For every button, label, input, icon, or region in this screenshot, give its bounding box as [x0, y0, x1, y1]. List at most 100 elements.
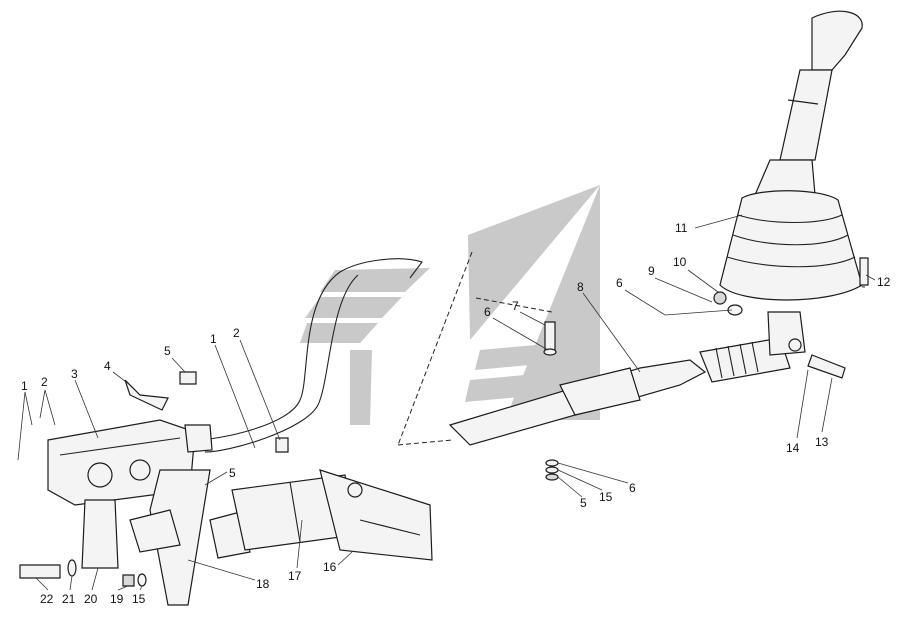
watermark-emblem — [300, 185, 600, 425]
leader-21 — [69, 575, 73, 591]
bracket-20 — [81, 499, 119, 569]
callout-1: 1 — [210, 332, 217, 346]
leader-6b — [624, 289, 733, 316]
callout-4: 4 — [104, 359, 111, 373]
washer-6-bottom — [545, 459, 559, 467]
callout-5: 5 — [164, 344, 171, 358]
leader-2a-b — [44, 389, 56, 426]
cable-boot — [699, 337, 791, 383]
callout-18: 18 — [256, 577, 270, 591]
leader-2b — [239, 339, 281, 441]
leader-19 — [117, 585, 129, 591]
leader-22 — [35, 577, 49, 591]
leader-10 — [687, 269, 719, 293]
bolt-7 — [544, 321, 556, 351]
leader-14 — [796, 369, 809, 439]
callout-13: 13 — [815, 435, 829, 449]
leader-15b — [139, 585, 143, 591]
leader-4 — [112, 371, 131, 386]
leader-1a-b — [24, 391, 33, 426]
nut-19 — [122, 574, 135, 587]
leader-lines — [17, 214, 876, 591]
watermark-stripe-3 — [300, 323, 378, 343]
cylinder-port — [347, 482, 363, 498]
dashed-guide-bottom — [397, 439, 453, 446]
callout-12: 12 — [877, 275, 891, 289]
actuator-assembly — [129, 469, 433, 606]
lever-boot — [719, 190, 863, 301]
lever-boot-fold-3 — [726, 256, 856, 268]
leader-12 — [865, 274, 876, 281]
nut-5-top — [179, 371, 197, 385]
cable-boot-ribs — [715, 341, 759, 379]
nut-10 — [713, 291, 727, 305]
callout-14: 14 — [786, 441, 800, 455]
dashed-guide-mid — [475, 297, 553, 313]
callout-labels: 1 2 3 4 5 1 2 5 6 7 8 6 9 10 11 12 14 13… — [21, 221, 891, 606]
callout-16: 16 — [323, 560, 337, 574]
callout-2: 2 — [233, 326, 240, 340]
leader-20 — [91, 567, 99, 591]
housing-boss-2 — [129, 459, 151, 481]
leader-17 — [296, 519, 303, 569]
washer-15-left — [137, 573, 147, 587]
leader-6a — [492, 317, 549, 351]
bracket-16-rib — [359, 519, 421, 536]
cylinder-body-seam — [289, 481, 301, 543]
lever-18 — [149, 469, 211, 606]
housing-boss-1 — [87, 462, 113, 488]
leader-2a — [39, 389, 46, 419]
callout-7: 7 — [512, 299, 519, 313]
leader-9 — [654, 277, 713, 303]
link-4 — [124, 379, 169, 411]
bolt-13 — [807, 354, 846, 379]
leader-5a — [171, 357, 186, 373]
callout-15: 15 — [132, 592, 146, 606]
cable-outer-line — [194, 271, 341, 441]
leader-3 — [74, 379, 99, 439]
lever-pivot-pin — [788, 338, 802, 352]
leader-7 — [519, 311, 546, 326]
watermark-wedge — [468, 185, 600, 340]
lever-shaft-lower — [754, 159, 816, 196]
yoke-18 — [129, 509, 181, 553]
callout-10: 10 — [673, 255, 687, 269]
housing-end-cap — [184, 424, 213, 453]
leader-16 — [337, 551, 353, 566]
callout-19: 19 — [110, 592, 124, 606]
leader-8 — [582, 292, 641, 373]
bracket-16 — [319, 469, 433, 561]
leader-5c — [557, 476, 583, 498]
leader-5b — [204, 471, 228, 486]
callout-3: 3 — [71, 367, 78, 381]
lever-boot-fold-2 — [732, 234, 849, 246]
leader-6c — [557, 462, 629, 484]
shift-cable — [194, 258, 791, 453]
callout-6: 6 — [629, 481, 636, 495]
watermark-bar — [350, 350, 372, 425]
callout-1: 1 — [21, 379, 28, 393]
watermark-stripe-4 — [475, 340, 590, 370]
lever-shaft-upper — [779, 69, 833, 161]
callout-6: 6 — [616, 276, 623, 290]
callout-17: 17 — [288, 569, 302, 583]
lever-boot-fold-1 — [737, 214, 843, 223]
callout-9: 9 — [648, 264, 655, 278]
washer-15-bottom — [545, 466, 559, 474]
leader-15a — [557, 469, 603, 491]
leader-11 — [694, 214, 743, 229]
callout-11: 11 — [675, 221, 688, 235]
cable-inner-line — [204, 274, 359, 453]
callout-22: 22 — [40, 592, 54, 606]
dashed-guide-left — [397, 251, 473, 446]
washer-21 — [67, 559, 77, 577]
nut-5-bottom — [545, 473, 559, 481]
callout-8: 8 — [577, 280, 584, 294]
cable-loop-end — [339, 258, 423, 279]
clip-2-cable — [275, 437, 289, 453]
callout-20: 20 — [84, 592, 98, 606]
lever-knob — [811, 10, 863, 71]
leader-1a — [17, 391, 26, 461]
